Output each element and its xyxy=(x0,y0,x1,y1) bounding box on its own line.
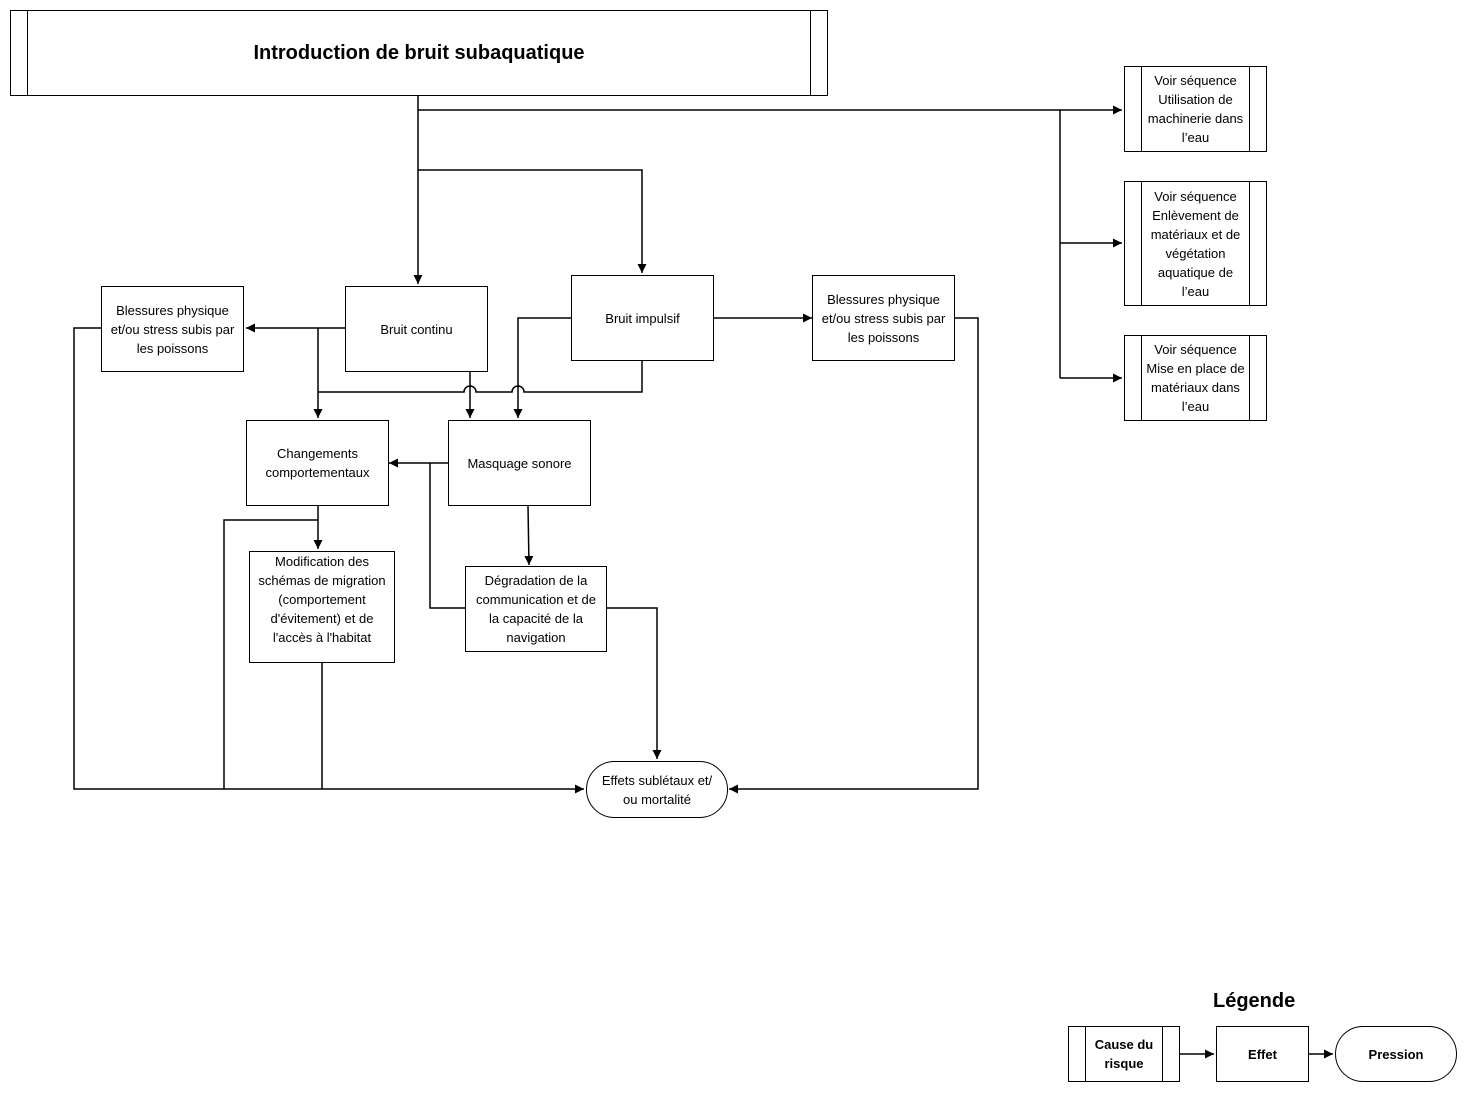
pressure-pill: Effets sublétaux et/ ou mortalité xyxy=(586,761,728,818)
migration-change-box: Modification des schémas de migration (c… xyxy=(249,551,395,663)
legend-effect-box: Effet xyxy=(1216,1026,1309,1082)
legend-effect-label: Effet xyxy=(1248,1046,1277,1062)
connector-masking-degradation xyxy=(524,505,534,566)
sound-masking-label: Masquage sonore xyxy=(467,455,572,471)
connector-masking-degradation-side xyxy=(429,463,466,609)
behavior-changes-box: Changements comportementaux xyxy=(246,420,389,506)
title-box: Introduction de bruit subaquatique xyxy=(10,10,828,96)
sound-masking-box: Masquage sonore xyxy=(448,420,591,506)
see-sequence-label: Voir séquence Mise en place de matériaux… xyxy=(1146,342,1245,414)
legend-title: Légende xyxy=(1213,990,1296,1012)
legend-pressure-label: Pression xyxy=(1368,1046,1424,1062)
see-sequence-label: Voir séquence Utilisation de machinerie … xyxy=(1147,73,1244,145)
migration-change-label: Modification des schémas de migration (c… xyxy=(258,554,386,645)
communication-degradation-label: Dégradation de la communication et de la… xyxy=(476,573,596,645)
connector-impulsive-masking-a xyxy=(513,317,572,418)
pressure-label: Effets sublétaux et/ ou mortalité xyxy=(601,772,713,807)
see-sequence-machinery[interactable]: Voir séquence Utilisation de machinerie … xyxy=(1124,66,1267,152)
connector-injury-left-pressure xyxy=(73,327,584,794)
communication-degradation-box: Dégradation de la communication et de la… xyxy=(465,566,607,652)
connector-behavior-pressure xyxy=(223,519,318,789)
page-title: Introduction de bruit subaquatique xyxy=(253,41,585,64)
injury-right-label: Blessures physique et/ou stress subis pa… xyxy=(821,291,946,345)
behavior-changes-label: Changements comportementaux xyxy=(265,446,370,480)
see-sequence-label: Voir séquence Enlèvement de matériaux et… xyxy=(1150,188,1241,299)
impulsive-noise-box: Bruit impulsif xyxy=(571,275,714,361)
legend-pressure-pill: Pression xyxy=(1335,1026,1457,1082)
connector-degradation-pressure xyxy=(606,607,662,759)
injury-left-label: Blessures physique et/ou stress subis pa… xyxy=(110,302,235,356)
legend-cause-label: Cause du risque xyxy=(1094,1037,1154,1071)
see-sequence-removal[interactable]: Voir séquence Enlèvement de matériaux et… xyxy=(1124,181,1267,306)
continuous-noise-box: Bruit continu xyxy=(345,286,488,372)
legend-cause-box: Cause du risque xyxy=(1068,1026,1180,1082)
connector-impulsive-behavior xyxy=(318,360,643,393)
impulsive-noise-label: Bruit impulsif xyxy=(605,310,680,326)
injury-left-box: Blessures physique et/ou stress subis pa… xyxy=(101,286,244,372)
connector-to-impulsive xyxy=(418,169,647,273)
injury-right-box: Blessures physique et/ou stress subis pa… xyxy=(812,275,955,361)
continuous-noise-label: Bruit continu xyxy=(380,321,453,337)
connector-injury-right-pressure xyxy=(729,317,979,794)
see-sequence-placement[interactable]: Voir séquence Mise en place de matériaux… xyxy=(1124,335,1267,421)
